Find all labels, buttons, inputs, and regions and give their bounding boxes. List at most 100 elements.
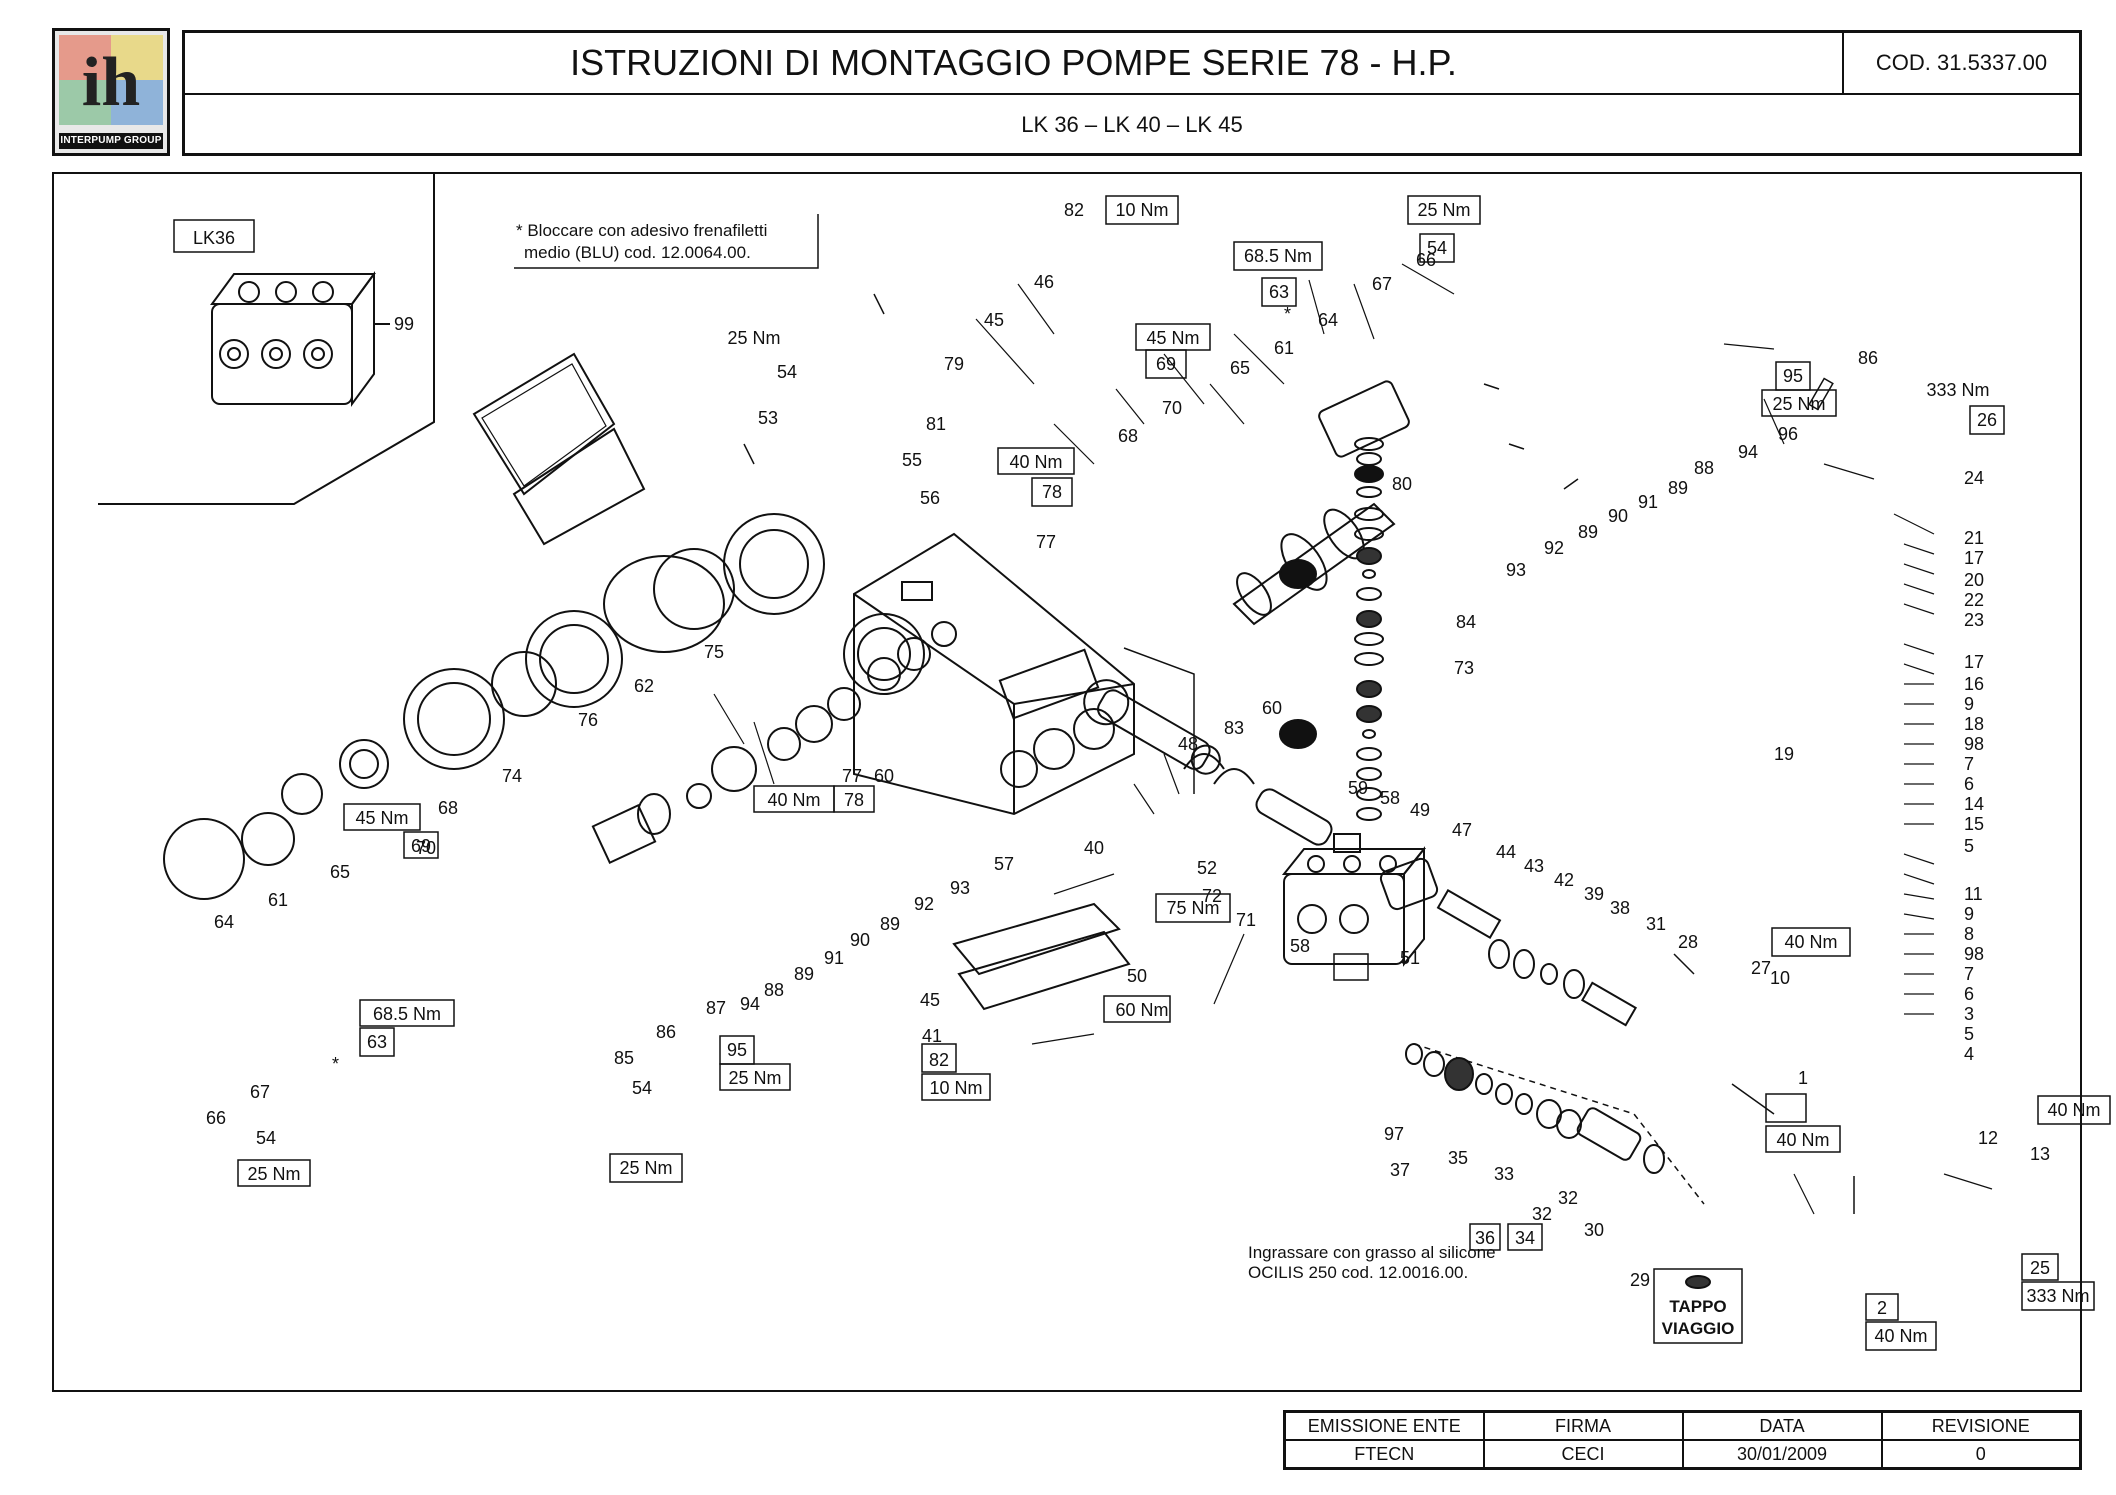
torque-label: 45 Nm bbox=[355, 808, 408, 828]
torque-label: 25 Nm bbox=[727, 328, 780, 348]
part-label: 94 bbox=[1738, 442, 1758, 462]
part-label: 19 bbox=[1774, 744, 1794, 764]
part-label: 6 bbox=[1964, 774, 1974, 794]
part-label: 88 bbox=[1694, 458, 1714, 478]
part-label: 43 bbox=[1524, 856, 1544, 876]
grease-note-line1: Ingrassare con grasso al silicone bbox=[1248, 1243, 1496, 1262]
torque-label: 10 Nm bbox=[1115, 200, 1168, 220]
inset-label: LK36 bbox=[193, 228, 235, 248]
part-label: 33 bbox=[1494, 1164, 1514, 1184]
page-title: ISTRUZIONI DI MONTAGGIO POMPE SERIE 78 -… bbox=[570, 42, 1457, 83]
table-header-cell: REVISIONE bbox=[1880, 1410, 2082, 1441]
part-label: 3 bbox=[1964, 1004, 1974, 1024]
part-label: 52 bbox=[1197, 858, 1217, 878]
table-header-cell: EMISSIONE ENTE bbox=[1283, 1410, 1485, 1441]
part-label: 45 bbox=[920, 990, 940, 1010]
part-label: 64 bbox=[1318, 310, 1338, 330]
callout-boxes bbox=[237, 195, 2111, 1351]
part-label: 44 bbox=[1496, 842, 1516, 862]
part-label: 70 bbox=[416, 838, 436, 858]
title-row: ISTRUZIONI DI MONTAGGIO POMPE SERIE 78 -… bbox=[185, 33, 2079, 95]
model-list: LK 36 – LK 40 – LK 45 bbox=[1021, 112, 1243, 137]
part-label: 59 bbox=[1348, 778, 1368, 798]
part-label: 29 bbox=[1630, 1270, 1650, 1290]
part-label: 90 bbox=[850, 930, 870, 950]
part-label: 38 bbox=[1610, 898, 1630, 918]
tappo-line2: VIAGGIO bbox=[1662, 1319, 1735, 1338]
part-label: 6 bbox=[1964, 984, 1974, 1004]
part-label: 93 bbox=[1506, 560, 1526, 580]
part-label: 9 bbox=[1964, 694, 1974, 714]
part-label: 69 bbox=[411, 836, 431, 856]
part-label: 54 bbox=[632, 1078, 652, 1098]
part-label: 92 bbox=[1544, 538, 1564, 558]
part-label: 99 bbox=[394, 314, 414, 334]
table-cell: 30/01/2009 bbox=[1681, 1439, 1883, 1470]
torque-label: 60 Nm bbox=[1115, 1000, 1168, 1020]
torque-label: 68.5 Nm bbox=[1244, 246, 1312, 266]
part-label: 86 bbox=[1858, 348, 1878, 368]
part-label: 67 bbox=[1372, 274, 1392, 294]
part-label: 37 bbox=[1390, 1160, 1410, 1180]
torque-label: 40 Nm bbox=[1776, 1130, 1829, 1150]
part-label: 80 bbox=[1392, 474, 1412, 494]
part-label: 54 bbox=[1427, 238, 1447, 258]
part-label: 5 bbox=[1964, 836, 1974, 856]
part-label: 21 bbox=[1964, 528, 1984, 548]
part-label: 58 bbox=[1380, 788, 1400, 808]
threadlock-note-line1: * Bloccare con adesivo frenafiletti bbox=[516, 221, 767, 240]
grease-note: Ingrassare con grasso al silicone OCILIS… bbox=[1248, 1043, 1705, 1282]
threadlock-note-line2: medio (BLU) cod. 12.0064.00. bbox=[524, 243, 751, 262]
part-label: 97 bbox=[1384, 1124, 1404, 1144]
part-label: 98 bbox=[1964, 944, 1984, 964]
part-label: 69 bbox=[1156, 354, 1176, 374]
title-block: ISTRUZIONI DI MONTAGGIO POMPE SERIE 78 -… bbox=[182, 30, 2082, 156]
part-label: 74 bbox=[502, 766, 522, 786]
part-label: 79 bbox=[944, 354, 964, 374]
part-label: 72 bbox=[1202, 886, 1222, 906]
part-label: 61 bbox=[268, 890, 288, 910]
part-label: 78 bbox=[1042, 482, 1062, 502]
lk36-inset: LK36 99 bbox=[98, 174, 435, 505]
part-label: 77 bbox=[842, 766, 862, 786]
part-label: 54 bbox=[256, 1128, 276, 1148]
pump-head-drawing bbox=[1281, 846, 1427, 967]
table-header-cell: FIRMA bbox=[1482, 1410, 1684, 1441]
lk36-manifold-icon bbox=[210, 270, 376, 408]
part-label: 89 bbox=[880, 914, 900, 934]
part-label: 14 bbox=[1964, 794, 1984, 814]
part-label: 95 bbox=[1783, 366, 1803, 386]
part-label: 31 bbox=[1646, 914, 1666, 934]
part-label: 46 bbox=[1034, 272, 1054, 292]
part-label: 8 bbox=[1964, 924, 1974, 944]
leader-lines bbox=[713, 263, 1993, 1215]
part-label: 50 bbox=[1127, 966, 1147, 986]
part-label: 77 bbox=[1036, 532, 1056, 552]
part-label: 17 bbox=[1964, 652, 1984, 672]
table-header-cell: DATA bbox=[1681, 1410, 1883, 1441]
seal-kit-drawing bbox=[1405, 1043, 1665, 1174]
plug-icon bbox=[1685, 1275, 1711, 1289]
tappo-line1: TAPPO bbox=[1669, 1297, 1726, 1316]
part-label: 93 bbox=[950, 878, 970, 898]
part-label: 18 bbox=[1964, 714, 1984, 734]
logo-mark-icon: ih bbox=[59, 35, 163, 125]
part-label: 10 bbox=[1770, 968, 1790, 988]
torque-label: 25 Nm bbox=[1772, 394, 1825, 414]
torque-label: 10 Nm bbox=[929, 1078, 982, 1098]
part-label: 66 bbox=[1416, 250, 1436, 270]
part-label: 54 bbox=[777, 362, 797, 382]
part-label: 45 bbox=[984, 310, 1004, 330]
torque-label: 333 Nm bbox=[2026, 1286, 2089, 1306]
svg-text:ih: ih bbox=[82, 44, 140, 121]
torque-label: 40 Nm bbox=[1874, 1326, 1927, 1346]
part-label: 65 bbox=[330, 862, 350, 882]
torque-label: 25 Nm bbox=[728, 1068, 781, 1088]
part-label: 94 bbox=[740, 994, 760, 1014]
part-label: 78 bbox=[844, 790, 864, 810]
part-label: 91 bbox=[824, 948, 844, 968]
part-label: 65 bbox=[1230, 358, 1250, 378]
part-label: 84 bbox=[1456, 612, 1476, 632]
document-code: COD. 31.5337.00 bbox=[1842, 33, 2079, 93]
part-label: 25 bbox=[2030, 1258, 2050, 1278]
